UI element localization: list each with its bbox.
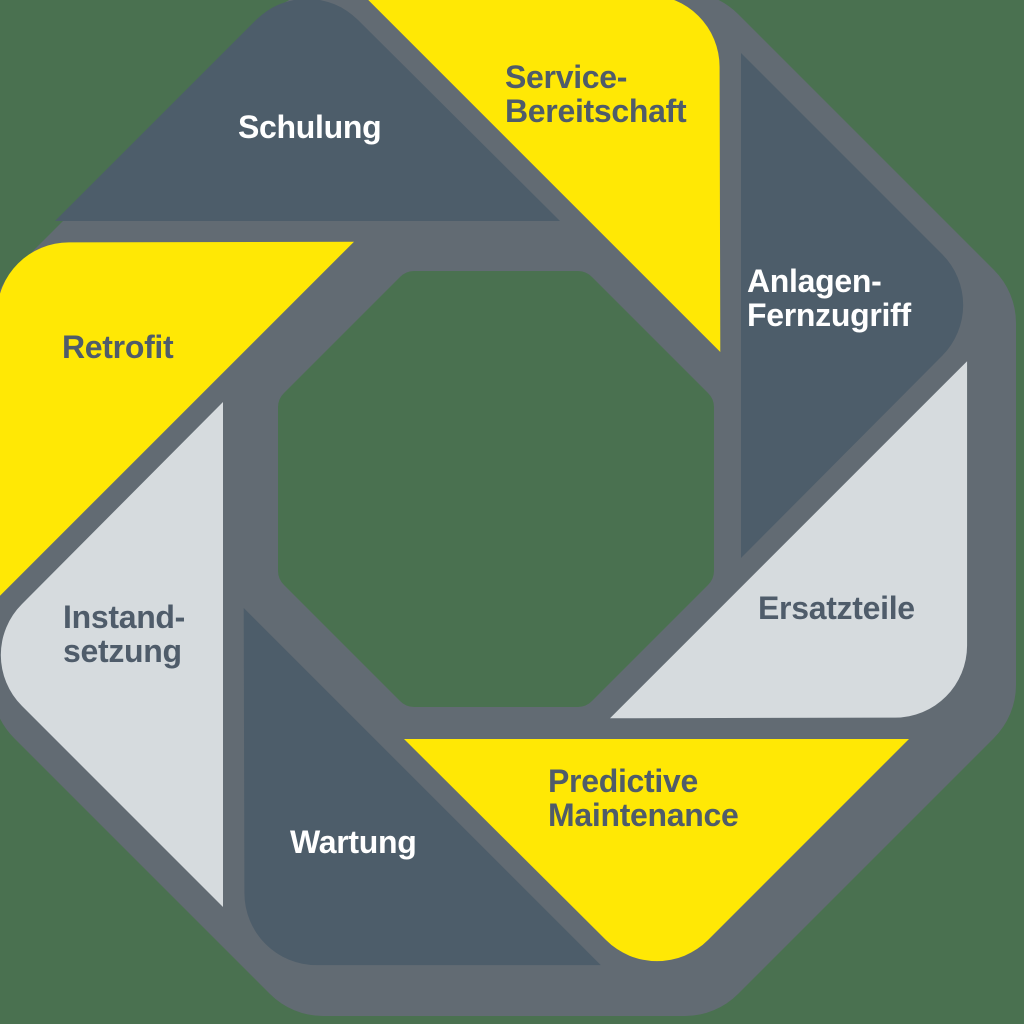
segment-label-line: Wartung [290, 824, 417, 860]
segment-label-retrofit: Retrofit [62, 329, 174, 365]
segment-shape-service-bereitschaft [363, 0, 721, 353]
segment-label-anlagen-fernzugriff: Anlagen- Fernzugriff [747, 264, 911, 332]
segment-label-predictive-maintenance: Predictive Maintenance [548, 764, 739, 832]
segment-label-line: Instand- [63, 599, 186, 635]
segment-label-line: Schulung [238, 109, 382, 145]
segment-label-service-bereitschaft: Service- Bereitschaft [505, 59, 687, 129]
segment-label-line: Fernzugriff [747, 297, 911, 333]
segment-label-line: Service- [505, 59, 628, 95]
segment-label-line: Maintenance [548, 797, 739, 833]
segment-label-ersatzteile: Ersatzteile [758, 591, 915, 625]
segment-shape-anlagen-fernzugriff [741, 53, 964, 558]
segment-label-instandsetzung: Instand- setzung [63, 600, 185, 668]
segment-label-line: setzung [63, 633, 182, 669]
segment-shape-predictive-maintenance [404, 739, 909, 962]
segment-shape-ersatzteile [609, 361, 968, 719]
segment-label-line: Anlagen- [747, 263, 882, 299]
segment-shape-schulung [55, 0, 560, 221]
segment-label-wartung: Wartung [290, 824, 417, 860]
segment-label-line: Ersatzteile [758, 590, 915, 626]
segment-shape-instandsetzung [0, 402, 223, 907]
segment-label-line: Predictive [548, 763, 698, 799]
segment-label-line: Bereitschaft [505, 93, 687, 129]
segment-shape-retrofit [0, 241, 355, 599]
segment-label-line: Retrofit [62, 329, 174, 365]
segment-label-schulung: Schulung [238, 109, 382, 145]
